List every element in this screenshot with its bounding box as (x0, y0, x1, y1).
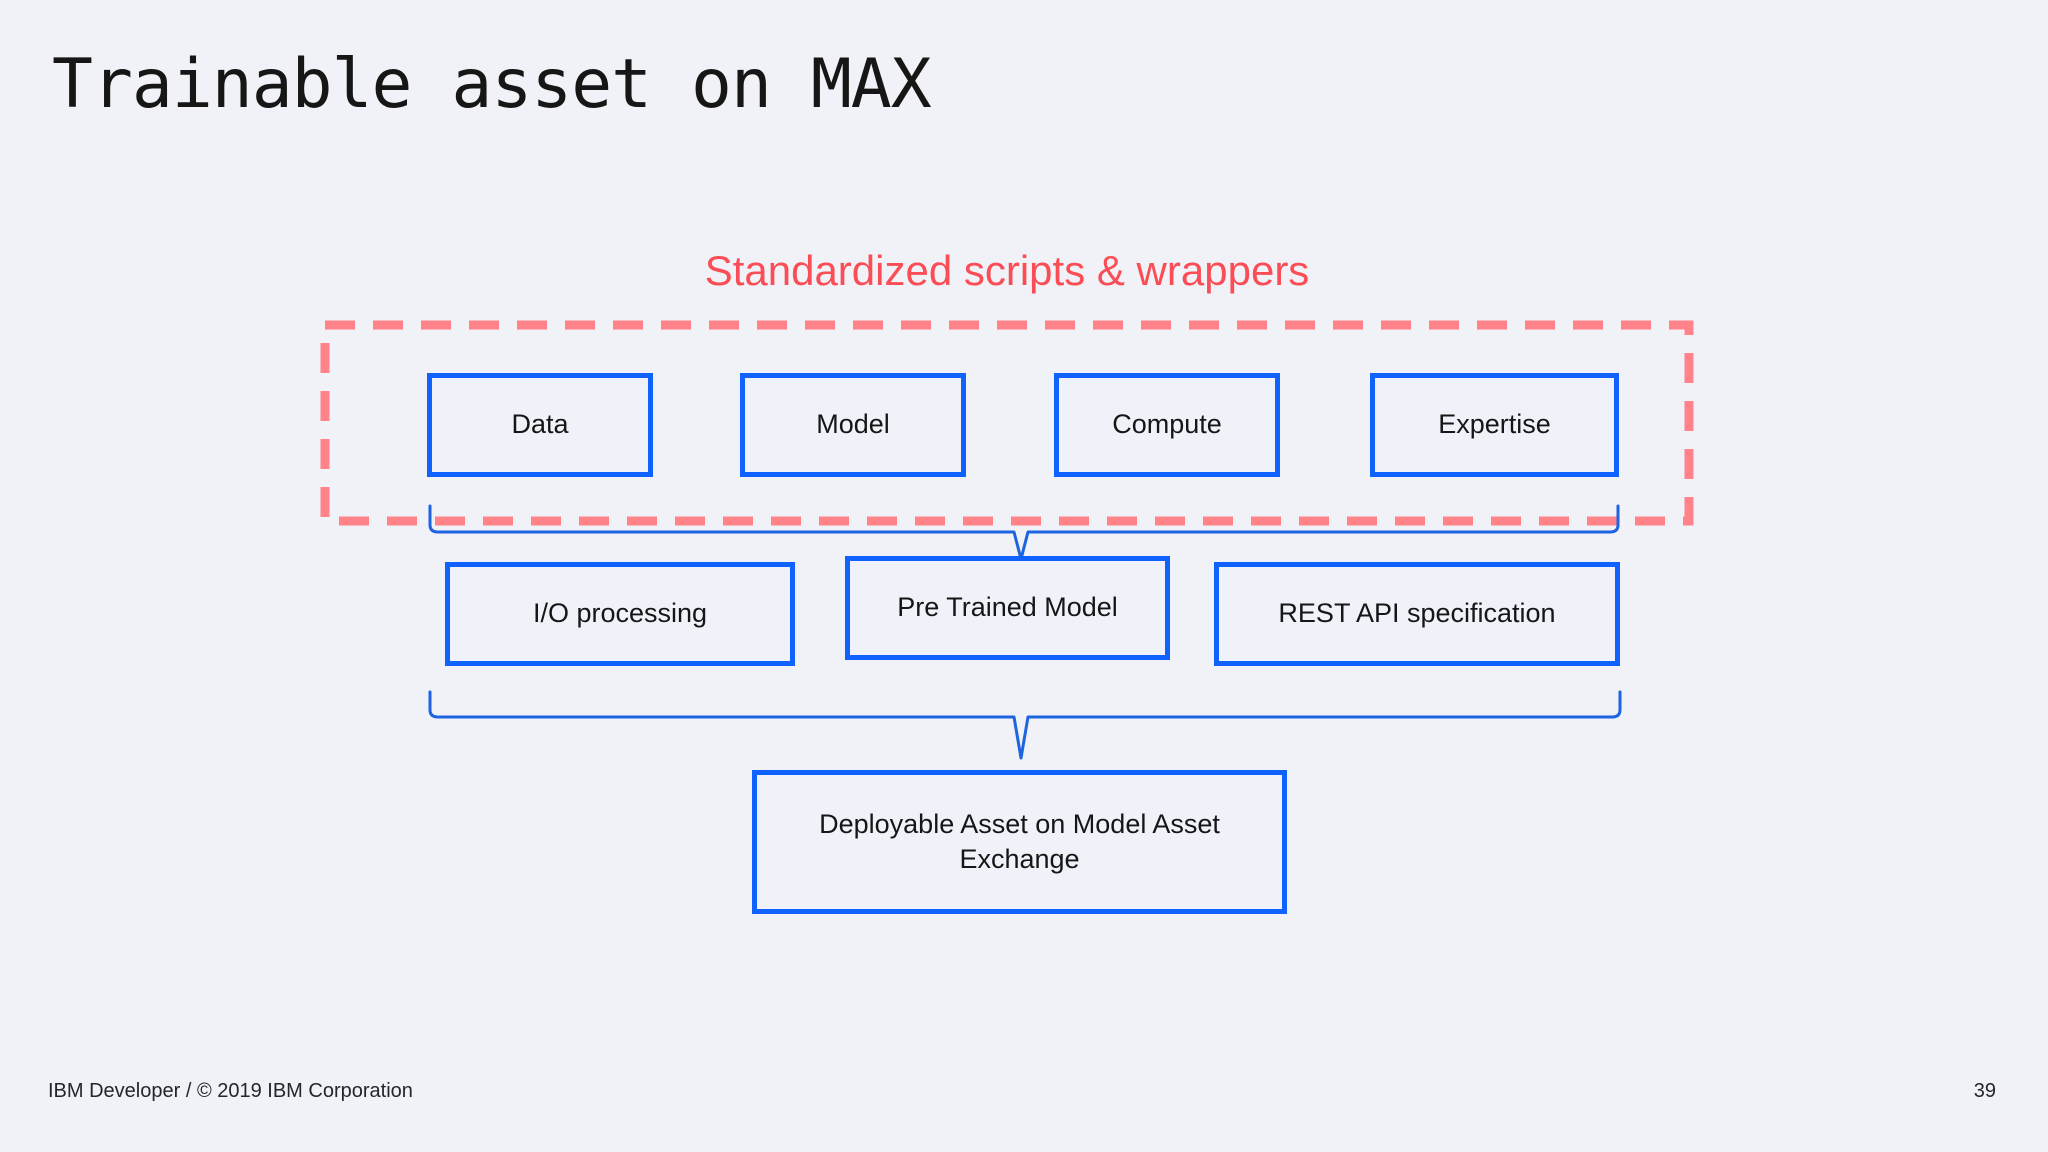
node-pre-trained-model-label: Pre Trained Model (897, 592, 1118, 623)
node-pre-trained-model: Pre Trained Model (845, 556, 1170, 660)
node-compute: Compute (1054, 373, 1280, 477)
node-model: Model (740, 373, 966, 477)
node-compute-label: Compute (1112, 409, 1222, 440)
node-deployable-asset: Deployable Asset on Model Asset Exchange (752, 770, 1287, 914)
node-rest-api-specification: REST API specification (1214, 562, 1620, 666)
node-model-label: Model (816, 409, 890, 440)
node-io-processing-label: I/O processing (532, 598, 708, 629)
node-rest-api-specification-label: REST API specification (1278, 598, 1556, 629)
footer-attribution: IBM Developer / © 2019 IBM Corporation (48, 1080, 413, 1102)
group-label-standardized-scripts: Standardized scripts & wrappers (704, 247, 1310, 294)
brace-upper (428, 504, 1620, 561)
slide-title: Trainable asset on MAX (52, 45, 932, 124)
node-deployable-asset-label: Deployable Asset on Model Asset Exchange (819, 808, 1220, 874)
node-expertise-label: Expertise (1438, 409, 1551, 440)
node-expertise: Expertise (1370, 373, 1619, 477)
brace-lower (428, 690, 1622, 760)
page-number: 39 (1973, 1080, 1996, 1102)
node-data-label: Data (511, 409, 569, 440)
node-io-processing: I/O processing (445, 562, 795, 666)
node-data: Data (427, 373, 653, 477)
